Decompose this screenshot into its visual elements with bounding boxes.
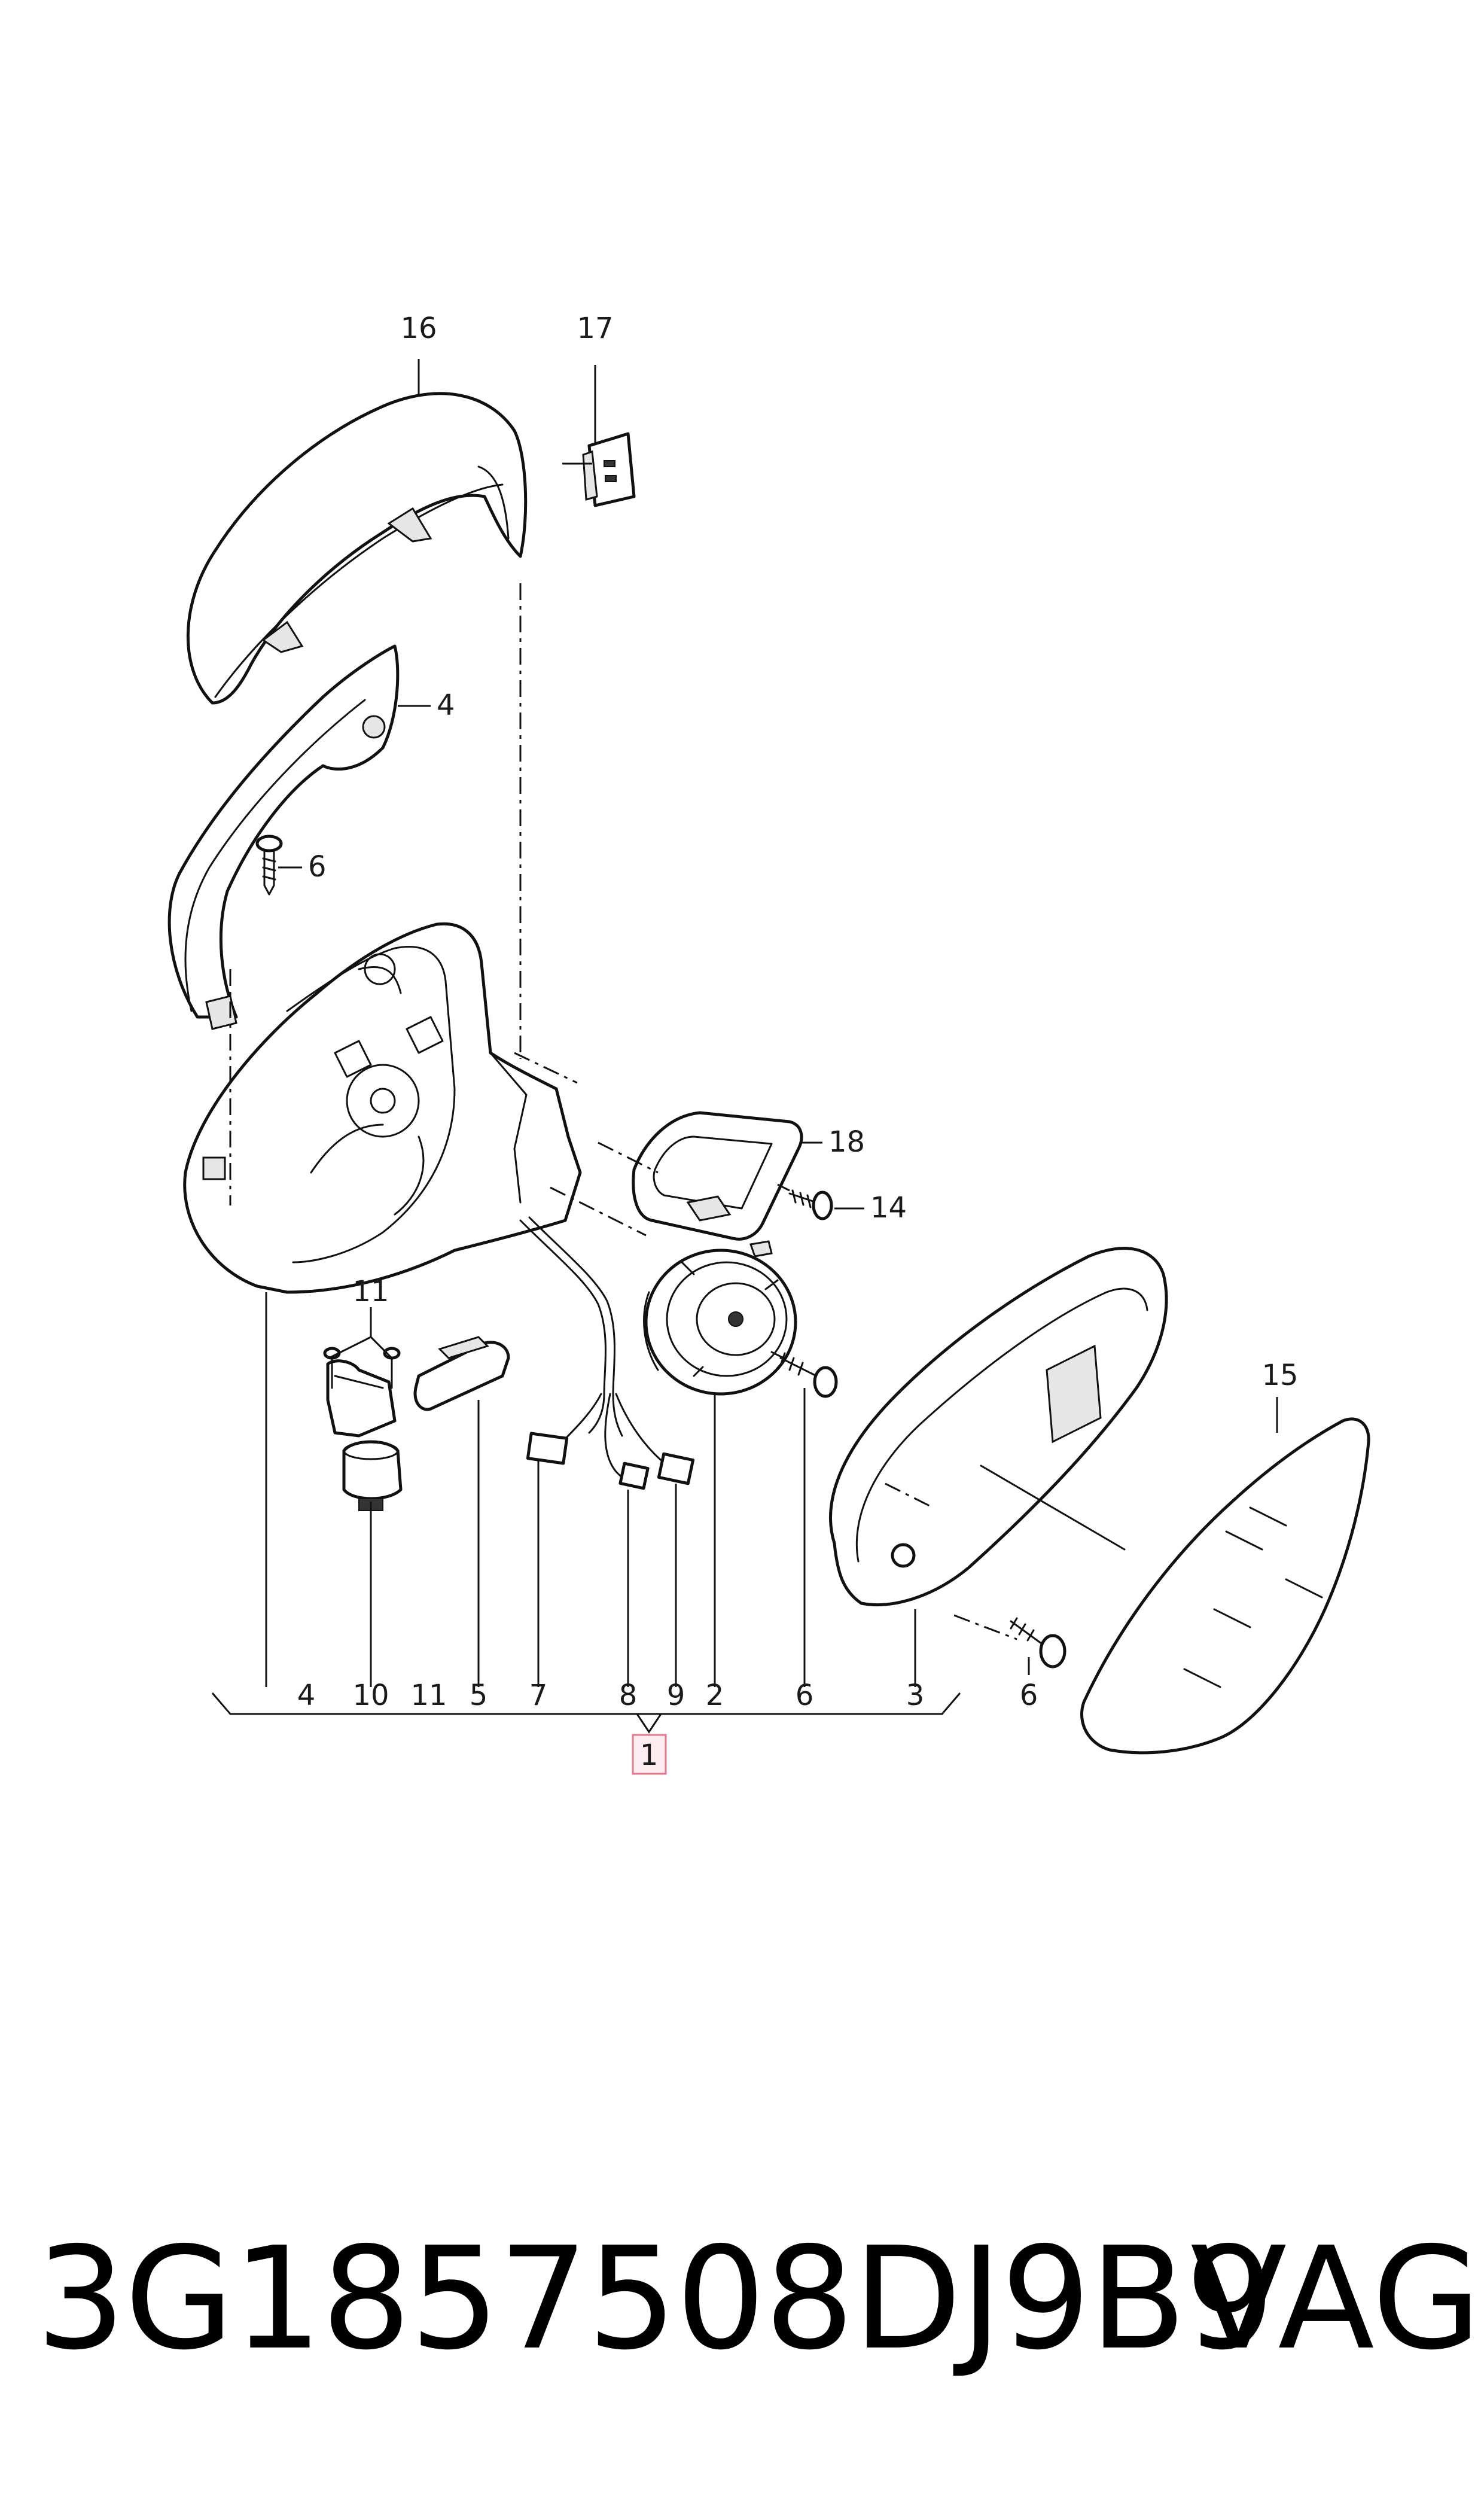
callout-6-upper: 6 (308, 850, 327, 884)
bottom-label-9: 9 (667, 1679, 685, 1712)
part-mirror-glass (1080, 1417, 1370, 1755)
part-mirror-housing (183, 922, 582, 1294)
part-screw-upper (255, 835, 283, 896)
part-bulb-holder (323, 1347, 403, 1511)
part-mirror-cap (186, 392, 528, 705)
part-clip (582, 432, 636, 507)
bottom-label-4: 4 (297, 1679, 316, 1712)
bottom-label-3: 3 (906, 1679, 925, 1712)
bottom-label-11: 11 (410, 1679, 447, 1712)
callout-18: 18 (828, 1125, 865, 1159)
part-screw-glass (1010, 1617, 1066, 1668)
part-screw-14 (788, 1189, 833, 1220)
part-sensor-module (413, 1336, 510, 1411)
callout-17: 17 (577, 312, 613, 345)
callout-6-glass: 6 (1020, 1679, 1038, 1712)
callout-4: 4 (437, 689, 455, 722)
callout-15: 15 (1261, 1359, 1298, 1392)
bottom-label-2: 2 (706, 1679, 724, 1712)
part-frame (632, 1111, 803, 1241)
assembly-label-1: 1 (640, 1738, 659, 1772)
bottom-label-7: 7 (529, 1679, 548, 1712)
part-number: 3G1857508DJ9B9 (36, 2216, 1275, 2381)
callout-14: 14 (870, 1191, 907, 1225)
bottom-label-10: 10 (352, 1679, 389, 1712)
bottom-label-5: 5 (470, 1679, 488, 1712)
part-screw-motor (779, 1352, 838, 1398)
part-glass-housing (829, 1247, 1168, 1606)
callout-16: 16 (400, 312, 437, 345)
part-indicator-light (167, 644, 400, 1030)
callout-labels: 16 17 4 6 18 14 11 15 4 10 11 5 7 8 9 2 … (297, 312, 1299, 1775)
bottom-label-8: 8 (619, 1679, 638, 1712)
leader-lines (211, 359, 1278, 1734)
bottom-label-6: 6 (796, 1679, 814, 1712)
assembly-label-box (632, 1734, 667, 1775)
part-adjustment-motor (643, 1240, 797, 1396)
brand-name: VAG (1190, 2216, 1482, 2381)
callout-11: 11 (352, 1275, 389, 1308)
part-wiring-harness (519, 1216, 695, 1490)
